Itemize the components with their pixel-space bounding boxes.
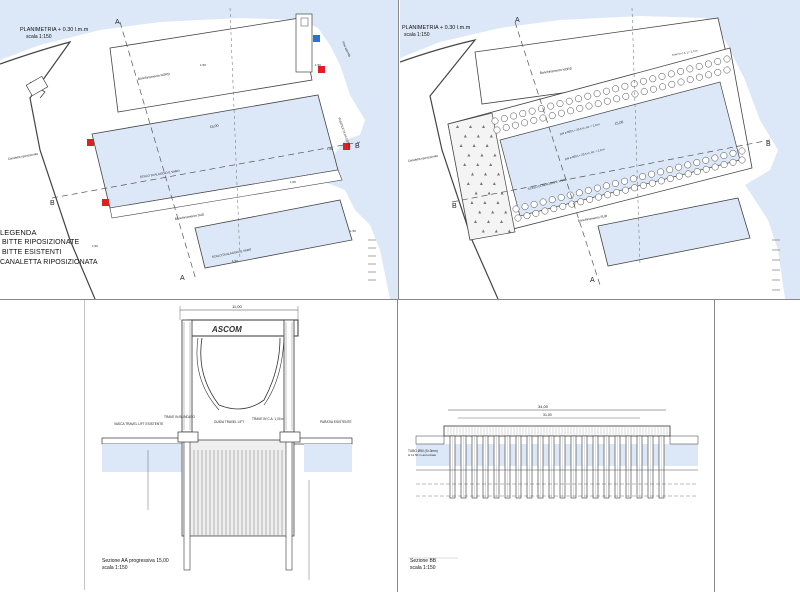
water-right: [304, 444, 352, 472]
section-b-marker: B: [452, 203, 457, 210]
travel-lift-beam: [187, 319, 299, 337]
coastline: [0, 40, 96, 299]
bollard-repositioned-marker: [343, 143, 350, 150]
bollard-repositioned-marker: [318, 66, 325, 73]
section-scale: scala 1:150: [410, 565, 436, 571]
panel-divider: [397, 300, 398, 592]
label-paratia: PARATIA ESISTENTE: [320, 420, 352, 424]
pile-grid-zone: [447, 112, 516, 241]
pier-south-label: Banchinamento SUD: [577, 214, 608, 223]
plan-left-drawing: A A B B PLANIMETRIA + 0.30 l.m.m scala 1…: [0, 0, 398, 299]
dimension-label: 15,00: [210, 124, 219, 129]
section-b-marker: B: [355, 143, 360, 150]
label-tubo: TUBO Ø50 (S=3mm): [408, 449, 438, 453]
pier-north: [109, 17, 313, 113]
legend-item-existing: BITTE ESISTENTI: [2, 249, 62, 256]
pier-north-label: Banchinamento NORD: [138, 72, 171, 81]
label-tubo-note: H 11,50 m accorciato: [408, 453, 436, 457]
sea-area: [0, 0, 398, 299]
deck-slab: [443, 425, 671, 437]
pile-row: [449, 435, 665, 499]
panel-divider: [0, 299, 800, 300]
section-bb-panel: 34,00 31,00 TUBO Ø50 (S=3mm) H 11,50 m a…: [398, 300, 714, 600]
dim-top: 11,00: [232, 304, 242, 309]
panel-divider: [714, 300, 715, 592]
plan-left-panel: A A B B PLANIMETRIA + 0.30 l.m.m scala 1…: [0, 0, 398, 299]
level-tag: 1,50: [232, 259, 238, 263]
slipway-small-label: SCALO DI ALAGGIO E VARO: [211, 247, 252, 259]
section-bb-drawing: 34,00 31,00 TUBO Ø50 (S=3mm) H 11,50 m a…: [398, 300, 714, 600]
legend-title: LEGENDA: [0, 228, 37, 237]
pier-north-label: Banchinamento NORD: [540, 66, 573, 75]
bollard-repositioned-marker: [87, 139, 94, 146]
label-trave-dx: TRAVE IN C.A. 1,00 m: [252, 417, 285, 421]
section-caption: Sezione BB: [410, 558, 437, 564]
lift-sling: [200, 337, 281, 410]
label-vasca: VASCA TRAVEL LIFT ESISTENTE: [114, 422, 163, 426]
section-a-marker: A: [115, 19, 120, 26]
label-guide: GUIDA TRAVEL LIFT: [214, 420, 244, 424]
section-aa-drawing: 11,00 ASCOM VASCA TRAVEL LIFT ESISTENTE: [84, 300, 397, 600]
section-b-marker: B: [50, 200, 55, 207]
water: [416, 444, 698, 466]
sea-area: [400, 0, 800, 299]
plan-title: PLANIMETRIA + 0.30 l.m.m: [20, 27, 89, 33]
plan-scale: scala 1:150: [404, 32, 430, 38]
section-aa-panel: 11,00 ASCOM VASCA TRAVEL LIFT ESISTENTE: [84, 300, 397, 600]
legend-item-repositioned: BITTE RIPOSIZIONATE: [2, 239, 80, 246]
panel-divider: [398, 0, 399, 299]
section-a-marker: A: [515, 17, 520, 24]
section-scale: scala 1:150: [102, 565, 128, 571]
level-tag: 1,50: [200, 63, 206, 67]
slipway-label: SCALO DI ALAGGIO E VARO: [140, 169, 181, 179]
level-tag: 1,50: [315, 63, 321, 67]
slipway-small: [194, 199, 353, 269]
dim-mid: 31,00: [543, 413, 552, 417]
section-caption: Sezione AA progressiva 15,00: [102, 558, 169, 564]
slipway-small: [597, 197, 751, 267]
plan-right-panel: A A B B PLANIMETRIA + 0.30 l.m.m scala 1…: [400, 0, 800, 299]
section-a-marker: A: [590, 277, 595, 284]
svg-text:Fine sponda: Fine sponda: [341, 41, 352, 58]
label-trave-sx: TRAVE IN BLINDATO: [164, 415, 196, 419]
section-b-marker: B: [766, 141, 771, 148]
plan-scale: scala 1:150: [26, 34, 52, 40]
bollard-existing-marker: [313, 35, 320, 42]
travel-lift-leg-right: [283, 319, 295, 433]
bollard-repositioned-marker: [102, 199, 109, 206]
canaletta-label: Canaletta riposizionata: [7, 152, 38, 161]
section-a-marker: A: [180, 275, 185, 282]
plan-title: PLANIMETRIA + 0.30 l.m.m: [402, 25, 471, 31]
coastline: [400, 39, 499, 299]
dimension-label: 15,00: [614, 120, 624, 126]
water-left: [102, 444, 182, 472]
travel-lift-brand: ASCOM: [211, 325, 242, 334]
pile-row: [512, 147, 746, 222]
level-tag: 1,50: [327, 147, 333, 151]
level-tag: 1,50: [290, 180, 296, 184]
plan-right-drawing: A A B B PLANIMETRIA + 0.30 l.m.m scala 1…: [400, 0, 800, 299]
canaletta-label: Canaletta riposizionata: [407, 154, 438, 163]
beams-note: Travi in c.a. L= 2,0 m: [671, 48, 698, 57]
level-tag: 1,50: [92, 244, 98, 248]
pier-south-label: Banchinamento SUD: [175, 212, 206, 221]
dim-top: 34,00: [538, 404, 549, 409]
legend-item-canaletta: CANALETTA RIPOSIZIONATA: [0, 259, 98, 266]
level-tag: 1,50: [350, 229, 356, 233]
